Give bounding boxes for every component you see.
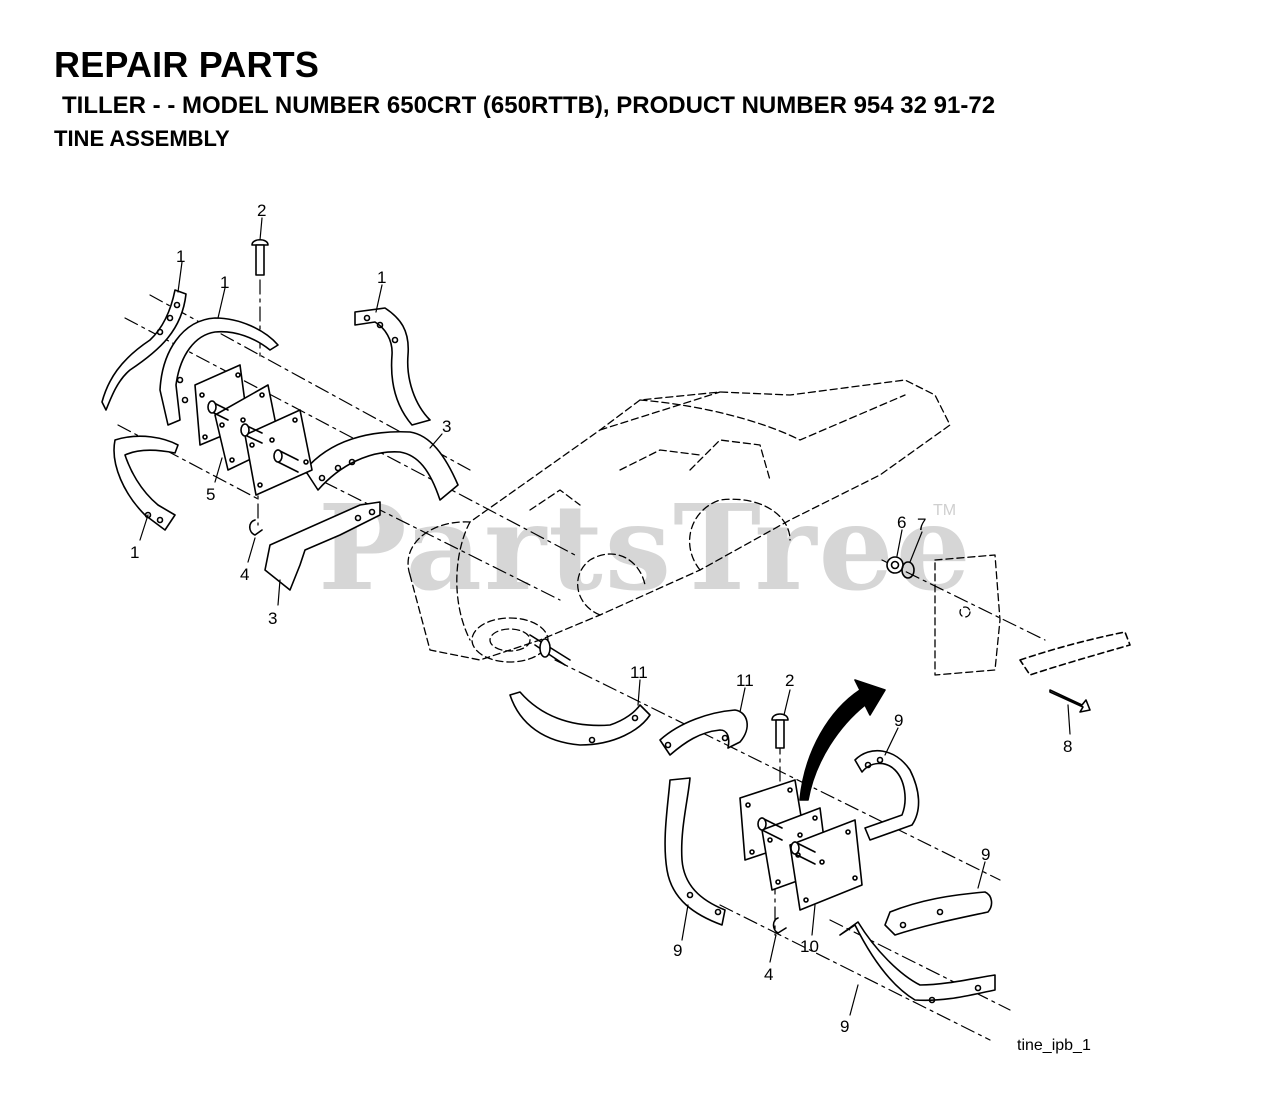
model-subtitle: TILLER - - MODEL NUMBER 650CRT (650RTTB)… xyxy=(62,92,996,119)
figure-id-label: tine_ipb_1 xyxy=(1017,1037,1091,1054)
callout-1-tine: 1 xyxy=(377,268,386,287)
callout-6-nut: 6 xyxy=(897,513,906,532)
callout-5-hub: 5 xyxy=(206,485,215,504)
callout-11-tine: 11 xyxy=(630,663,648,682)
callout-9-tine: 9 xyxy=(981,845,990,864)
callout-3-tine: 3 xyxy=(442,417,451,436)
callout-1-tine: 1 xyxy=(220,273,229,292)
callout-9-tine: 9 xyxy=(840,1017,849,1036)
callout-4-clip: 4 xyxy=(764,965,773,984)
housing-shaft xyxy=(529,634,571,666)
callout-7-washer: 7 xyxy=(917,515,926,534)
left-tine-set xyxy=(101,238,459,591)
callout-3-tine: 3 xyxy=(268,609,277,628)
partstree-watermark: PartsTree xyxy=(318,478,973,617)
callout-4-clip: 4 xyxy=(240,565,249,584)
transmission-housing-phantom xyxy=(407,379,1001,676)
callout-2-pin: 2 xyxy=(785,671,794,690)
callout-9-tine: 9 xyxy=(673,941,682,960)
right-tine-set xyxy=(509,556,1131,1004)
callout-9-tine: 9 xyxy=(894,711,903,730)
section-heading: TINE ASSEMBLY xyxy=(54,126,230,151)
trademark-mark: TM xyxy=(933,502,957,519)
callout-leaders xyxy=(139,217,1071,1016)
page-title: REPAIR PARTS xyxy=(54,44,320,85)
callout-10-hub: 10 xyxy=(800,937,819,956)
callout-11-tine: 11 xyxy=(736,671,754,690)
callout-8-bolt: 8 xyxy=(1063,737,1072,756)
callout-1-tine: 1 xyxy=(176,247,185,266)
callout-2-pin: 2 xyxy=(257,201,266,220)
callout-1-tine: 1 xyxy=(130,543,139,562)
callout-labels: 1 1 1 1 2 2 3 3 4 4 5 6 7 8 9 9 9 9 10 1… xyxy=(130,201,1072,1036)
